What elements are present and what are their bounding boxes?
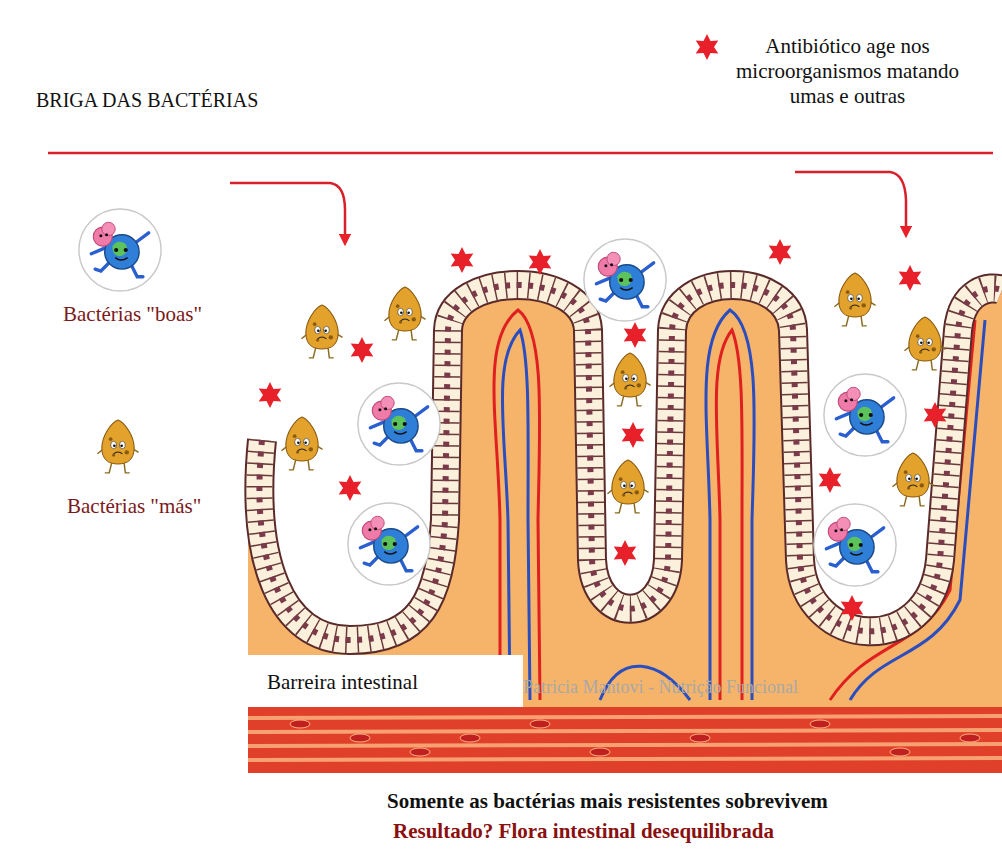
good-bacteria-icon	[79, 209, 161, 291]
antibiotic-star	[696, 34, 719, 60]
good-bacteria	[348, 239, 906, 586]
conclusion-text: Resultado? Flora intestinal desequilibra…	[393, 819, 774, 844]
curved-arrow	[230, 183, 345, 240]
curved-arrow	[795, 172, 906, 232]
legend-text: Bactérias "más"	[67, 494, 201, 519]
bad-bacteria-icon	[97, 420, 138, 473]
bad-bacteria	[281, 273, 945, 513]
legend-text: Bactérias "boas"	[63, 302, 202, 327]
lamina-propria	[248, 285, 1002, 710]
diagram-title: BRIGA DAS BACTÉRIAS	[36, 88, 258, 112]
label-ground	[248, 655, 523, 707]
legend-text: Antibiótico age nos microorganismos mata…	[720, 34, 975, 110]
layer-label: Barreira intestinal	[265, 670, 420, 695]
muscle-layer	[248, 707, 1002, 773]
conclusion-text: Somente as bactérias mais resistentes so…	[387, 789, 828, 814]
antibiotic-stars	[259, 239, 947, 621]
divider-line	[48, 152, 993, 155]
watermark: Patricia Mantovi - Nutrição Funcional	[523, 677, 798, 699]
intestinal-epithelium	[259, 285, 1002, 640]
